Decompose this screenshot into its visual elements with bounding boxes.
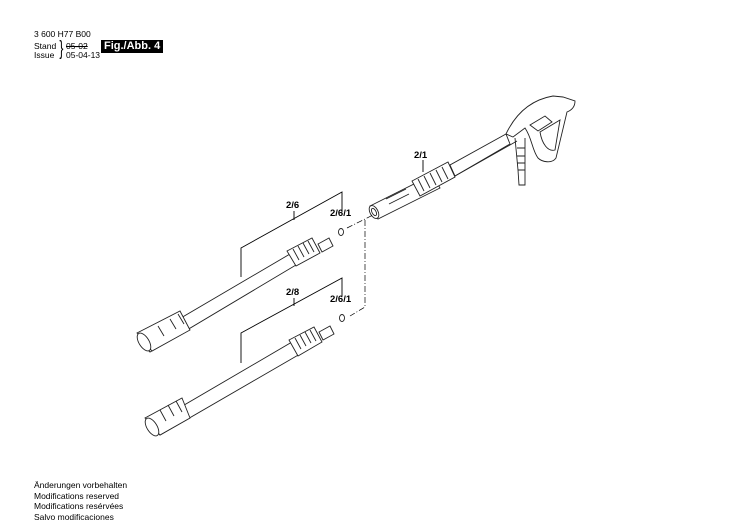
figure-label: Fig./Abb. 4 <box>101 40 164 53</box>
label-spray-gun: 2/1 <box>414 150 428 161</box>
brace-icon: } <box>59 38 64 60</box>
issue-label: Issue <box>34 50 55 60</box>
modifications-notice: Änderungen vorbehalten Modifications res… <box>34 480 127 522</box>
lance-lower-part <box>144 314 345 437</box>
note-fr: Modifications resérvées <box>34 501 124 511</box>
o-ring-lower <box>339 314 345 322</box>
label-o-ring-lower: 2/6/1 <box>330 294 352 305</box>
stand-label: Stand <box>34 41 57 51</box>
leader-lines <box>240 160 424 363</box>
lance-upper-part <box>136 228 344 353</box>
document-number: 3 600 H77 B00 <box>34 29 91 39</box>
note-es: Salvo modificaciones <box>34 511 114 522</box>
spray-gun-part <box>368 95 576 220</box>
label-lance-upper: 2/6 <box>286 200 299 211</box>
assembly-axis-line <box>346 214 374 317</box>
note-de: Änderungen vorbehalten <box>34 480 128 490</box>
label-o-ring-upper: 2/6/1 <box>330 208 352 219</box>
o-ring-upper <box>338 228 344 236</box>
issue-date: 05-04-13 <box>66 50 101 60</box>
stand-date: 05-02 <box>66 41 88 51</box>
label-lance-lower: 2/8 <box>286 287 299 298</box>
note-en: Modifications reserved <box>34 490 120 501</box>
